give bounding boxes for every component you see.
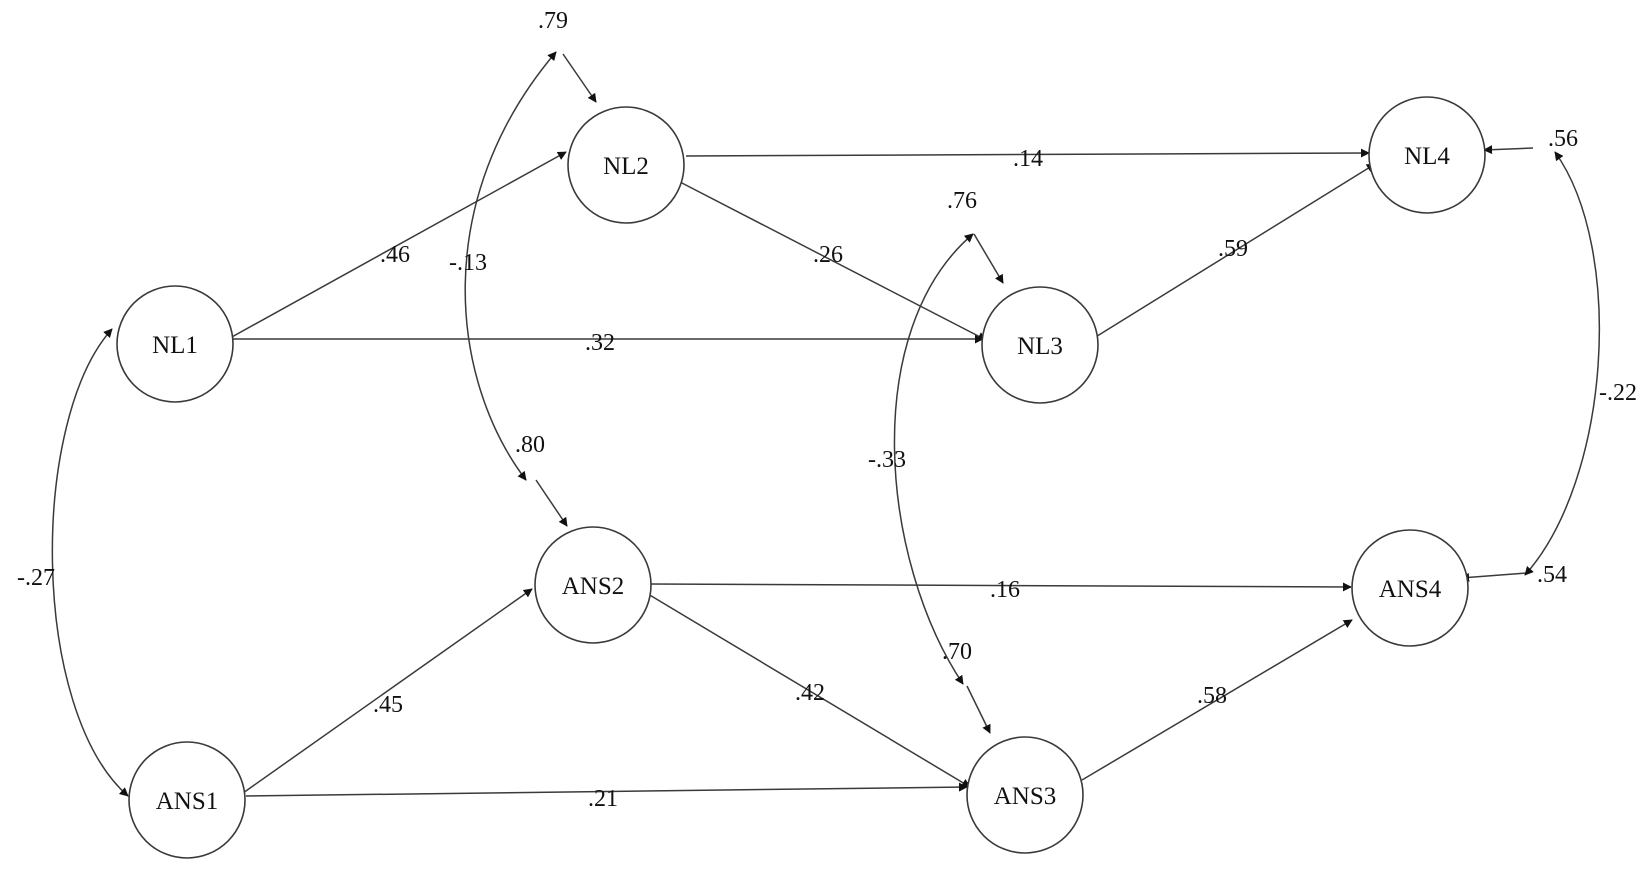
coef-nl1-nl2: .46 xyxy=(380,242,410,268)
path-ans3-ans4 xyxy=(1081,619,1353,781)
residual-label-nl3: .76 xyxy=(947,188,977,214)
node-nl3-circle xyxy=(981,286,1099,404)
path-ans1-ans3 xyxy=(245,782,968,797)
path-ans2-ans4 xyxy=(649,582,1352,592)
node-ans1-circle xyxy=(128,741,246,859)
path-ans1-ans2 xyxy=(242,588,533,794)
node-nl4-label: NL4 xyxy=(1404,143,1450,170)
coef-cov-e-nl3-ans3: -.33 xyxy=(868,447,906,473)
residual-arrow-ans3 xyxy=(966,685,991,734)
path-ans2-ans3 xyxy=(647,593,971,788)
coef-cov-e-nl4-ans4: -.22 xyxy=(1599,380,1637,406)
residual-label-nl2: .79 xyxy=(538,8,568,34)
node-ans3: ANS3 xyxy=(966,736,1084,854)
path-coefficients: .46 .32 .14 .26 .59 .45 .21 .16 .42 .58 xyxy=(373,146,1248,812)
residual-label-nl4: .56 xyxy=(1548,126,1578,152)
residual-arrow-nl4 xyxy=(1483,145,1534,155)
path-nl1-nl2 xyxy=(229,151,567,339)
node-ans3-label: ANS3 xyxy=(994,783,1057,810)
node-nl1-label: NL1 xyxy=(152,332,198,359)
path-nl2-nl4 xyxy=(685,148,1370,158)
coef-ans2-ans3: .42 xyxy=(795,680,825,706)
node-ans4-label: ANS4 xyxy=(1379,576,1442,603)
coef-nl2-nl3: .26 xyxy=(813,242,843,268)
node-ans4: ANS4 xyxy=(1351,529,1469,647)
coef-cov-e-nl2-ans2: -.13 xyxy=(449,250,487,276)
coef-nl2-nl4: .14 xyxy=(1013,146,1043,172)
node-nl3-label: NL3 xyxy=(1017,333,1063,360)
node-nl2: NL2 xyxy=(567,106,685,224)
covariance-curve-e-nl4-ans4 xyxy=(1524,151,1601,576)
residual-label-ans3: .70 xyxy=(942,639,972,665)
coef-nl1-nl3: .32 xyxy=(585,330,615,356)
node-ans2-circle xyxy=(534,526,652,644)
coef-ans3-ans4: .58 xyxy=(1197,683,1227,709)
node-nl2-circle xyxy=(567,106,685,224)
node-nl1-circle xyxy=(116,285,234,403)
residual-arrow-nl3 xyxy=(973,233,1004,284)
path-nl2-nl3 xyxy=(679,181,987,341)
coef-ans1-ans2: .45 xyxy=(373,692,403,718)
node-ans2: ANS2 xyxy=(534,526,652,644)
node-ans3-circle xyxy=(966,736,1084,854)
residual-arrow-ans2 xyxy=(535,479,568,527)
node-nl3: NL3 xyxy=(981,286,1099,404)
coef-nl3-nl4: .59 xyxy=(1218,236,1248,262)
covariance-coefficients: -.27 -.13 -.33 -.22 xyxy=(17,250,1637,591)
residual-label-ans2: .80 xyxy=(515,432,545,458)
covariance-curve-nl1-ans1 xyxy=(51,328,129,797)
path-nl3-nl4 xyxy=(1093,163,1376,339)
covariance-curve-e-nl2-ans2 xyxy=(464,51,557,481)
node-ans1-label: ANS1 xyxy=(156,788,219,815)
residual-label-ans4: .54 xyxy=(1537,562,1567,588)
covariance-curves xyxy=(51,51,1601,797)
residual-labels: .79 .80 .76 .70 .56 .54 xyxy=(515,8,1578,665)
node-nl4-circle xyxy=(1368,96,1486,214)
coef-cov-nl1-ans1: -.27 xyxy=(17,565,55,591)
node-ans2-label: ANS2 xyxy=(562,573,625,600)
coef-ans1-ans3: .21 xyxy=(588,786,618,812)
covariance-curve-e-nl3-ans3 xyxy=(893,233,974,685)
node-ans4-circle xyxy=(1351,529,1469,647)
residual-arrows xyxy=(535,53,1534,734)
node-nl4: NL4 xyxy=(1368,96,1486,214)
directed-paths xyxy=(229,148,1376,797)
residual-arrow-ans4 xyxy=(1460,572,1528,582)
coef-ans2-ans4: .16 xyxy=(990,577,1020,603)
residual-arrow-nl2 xyxy=(562,53,597,103)
node-nl1: NL1 xyxy=(116,285,234,403)
node-ans1: ANS1 xyxy=(128,741,246,859)
node-nl2-label: NL2 xyxy=(603,153,649,180)
